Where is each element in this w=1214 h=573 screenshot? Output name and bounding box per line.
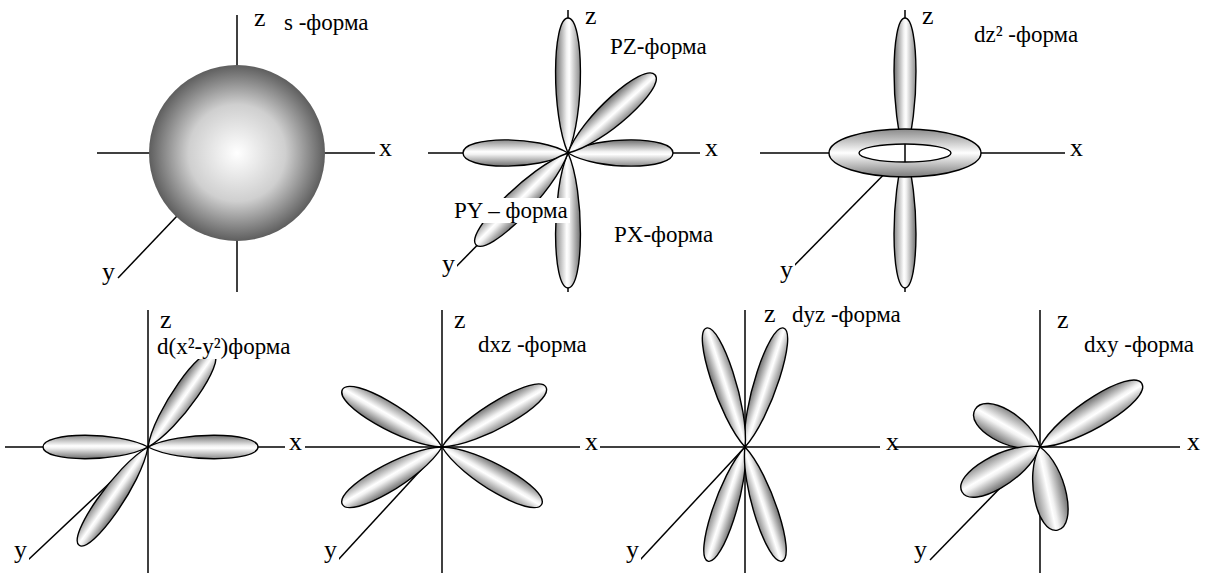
axis-label: z bbox=[158, 306, 174, 335]
dx2y2-orbital bbox=[43, 346, 258, 552]
axis-label: x bbox=[884, 428, 901, 457]
orbital-label: dxz -форма bbox=[476, 332, 589, 357]
orbital-label: dyz -форма bbox=[790, 302, 903, 327]
orbital-label: s -форма bbox=[282, 10, 371, 35]
orbital-label: PY – форма bbox=[452, 198, 570, 223]
axis-label: y bbox=[440, 250, 457, 279]
axis-label: z bbox=[920, 2, 936, 31]
axis-label: x bbox=[377, 134, 394, 163]
orbital-label: dz² -форма bbox=[972, 22, 1080, 47]
axis-label: y bbox=[12, 536, 29, 565]
orbital-label: d(x²-y²)форма bbox=[155, 334, 292, 359]
axis-label: z bbox=[452, 306, 468, 335]
dyz-orbital bbox=[695, 325, 795, 565]
axis-label: z bbox=[252, 4, 268, 33]
dz2-orbital bbox=[829, 18, 981, 288]
orbital-label: dxy -форма bbox=[1082, 332, 1196, 357]
axis-label: y bbox=[624, 536, 641, 565]
axis-label: y bbox=[912, 536, 929, 565]
axis-label: y bbox=[778, 256, 795, 285]
axis-label: y bbox=[100, 258, 117, 287]
axes bbox=[5, 10, 1180, 573]
axis-label: x bbox=[287, 428, 304, 457]
axis-label: z bbox=[762, 300, 778, 329]
axis-label: x bbox=[703, 134, 720, 163]
axis-label: x bbox=[583, 428, 600, 457]
orbital-label: PZ-форма bbox=[608, 34, 709, 59]
dxz-orbital bbox=[336, 376, 553, 516]
axis-label: x bbox=[1185, 428, 1202, 457]
orbital-label: PX-форма bbox=[612, 222, 715, 247]
axis-label: z bbox=[1055, 306, 1071, 335]
axis-label: x bbox=[1068, 134, 1085, 163]
dxy-orbital bbox=[954, 371, 1150, 533]
axis-label: y bbox=[322, 536, 339, 565]
s-orbital bbox=[149, 65, 325, 241]
axis-label: z bbox=[583, 2, 599, 31]
